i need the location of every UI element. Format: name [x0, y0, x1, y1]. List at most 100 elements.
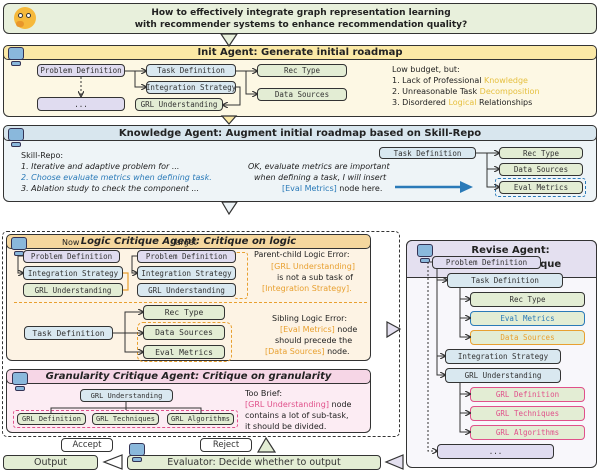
revise-node-grl-definition: GRL Definition [470, 387, 585, 402]
robot-icon [415, 242, 435, 264]
init-issue-3: 3. Disordered Logical Relationships [392, 97, 532, 108]
sibling-node-data-sources: Data Sources [143, 325, 225, 340]
parent-child-error-title: Parent-child Logic Error: [254, 250, 350, 259]
reasoning-highlight: [Eval Metrics] [282, 184, 337, 193]
sibling-suffix-1: node [334, 325, 358, 334]
now-node-grl-understanding: GRL Understanding [23, 283, 123, 297]
revise-node-ellipsis: ... [437, 444, 554, 459]
robot-icon [6, 126, 26, 148]
sibling-error-line-2: [Eval Metrics] node [280, 324, 357, 335]
knowledge-agent-title: Knowledge Agent: Augment initial roadmap… [3, 125, 597, 141]
target-label: Target [172, 238, 197, 247]
revise-node-integration-strategy: Integration Strategy [445, 349, 561, 364]
granularity-error-line-2: [GRL Understanding] node [245, 399, 351, 410]
now-node-integration-strategy: Integration Strategy [23, 266, 123, 280]
target-highlight [234, 252, 248, 299]
reasoning-suffix: node here. [336, 184, 383, 193]
skill-repo-label: Skill-Repo: [21, 151, 64, 160]
skill-2: 2. Choose evaluate metrics when defining… [21, 173, 212, 182]
knowledge-node-task-definition: Task Definition [379, 147, 476, 159]
robot-icon [127, 441, 147, 463]
reasoning-line-3: [Eval Metrics] node here. [282, 183, 382, 194]
granularity-error-line-4: it should be divided. [245, 422, 327, 431]
target-node-problem-definition: Problem Definition [137, 250, 236, 263]
init-issue-1: 1. Lack of Professional Knowledge [392, 75, 528, 86]
flow-arrow-left [384, 454, 404, 470]
issue-text: 2. Unreasonable Task [392, 87, 480, 96]
reasoning-line-1: OK, evaluate metrics are important [248, 162, 390, 171]
init-node-task-definition: Task Definition [146, 64, 236, 77]
flow-arrow-up [256, 436, 277, 453]
now-label: Now [62, 238, 80, 247]
robot-icon [10, 370, 30, 392]
granularity-highlight-text: [GRL Understanding] [245, 400, 329, 409]
revise-node-problem-definition: Problem Definition [432, 256, 541, 269]
init-node-rec-type: Rec Type [257, 64, 347, 77]
granularity-node-child-1: GRL Definition [17, 413, 86, 425]
granularity-error-title: Too Brief: [245, 389, 283, 398]
init-node-problem-definition: Problem Definition [37, 64, 125, 77]
output-box: Output [3, 455, 98, 470]
revise-node-grl-understanding: GRL Understanding [445, 368, 561, 383]
issue-text: Relationships [476, 98, 533, 107]
thinking-emoji-icon [14, 7, 36, 29]
flow-arrow-down [220, 115, 238, 125]
sibling-error-middle: should precede the [275, 336, 353, 345]
revise-title-line-1: Revise Agent: [471, 245, 550, 256]
issue-highlight: Logical [448, 98, 477, 107]
revise-node-grl-techniques: GRL Techniques [470, 406, 585, 421]
question-box: How to effectively integrate graph repre… [3, 3, 597, 34]
eval-metrics-highlight [495, 178, 586, 197]
sibling-highlight-1: [Eval Metrics] [280, 325, 335, 334]
granularity-node-child-3: GRL Algorithms [167, 413, 234, 425]
knowledge-node-eval-metrics: Eval Metrics [499, 181, 583, 194]
logic-agent-title: Logic Critique Agent: Critique on logic [6, 234, 371, 249]
revise-node-eval-metrics: Eval Metrics [470, 311, 585, 326]
robot-icon [6, 45, 26, 67]
init-node-grl-understanding: GRL Understanding [135, 98, 223, 111]
granularity-highlight [13, 410, 238, 428]
accept-button[interactable]: Accept [61, 438, 113, 452]
granularity-node-child-2: GRL Techniques [92, 413, 159, 425]
granularity-suffix: node [328, 400, 352, 409]
sibling-node-task-definition: Task Definition [24, 326, 113, 340]
init-node-data-sources: Data Sources [257, 88, 347, 101]
sibling-error-title: Sibling Logic Error: [272, 314, 348, 323]
parent-child-highlight-1: [GRL Understanding] [271, 262, 355, 271]
granularity-agent-title: Granularity Critique Agent: Critique on … [6, 369, 371, 384]
skill-1: 1. Iterative and adaptive problem for ..… [21, 162, 180, 171]
skill-3: 3. Ablation study to check the component… [21, 184, 200, 193]
flow-arrow-down [220, 201, 239, 216]
parent-child-highlight-2: [Integration Strategy]. [262, 284, 352, 293]
knowledge-node-data-sources: Data Sources [499, 163, 583, 176]
logic-divider [14, 302, 367, 303]
issue-highlight: Decomposition [479, 87, 540, 96]
evaluator-box: Evaluator: Decide whether to output [127, 455, 381, 470]
granularity-node-parent: GRL Understanding [80, 389, 173, 402]
init-node-ellipsis: ... [37, 97, 125, 111]
question-line-2: with recommender systems to enhance reco… [134, 20, 468, 30]
sibling-highlight [137, 322, 232, 362]
flow-arrow-left [102, 454, 123, 470]
issue-text: 3. Disordered [392, 98, 449, 107]
now-node-problem-definition: Problem Definition [23, 250, 120, 263]
revise-node-task-definition: Task Definition [447, 273, 563, 288]
init-agent-title: Init Agent: Generate initial roadmap [3, 45, 597, 60]
init-issues-intro: Low budget, but: [392, 65, 460, 74]
sibling-node-eval-metrics: Eval Metrics [143, 345, 225, 359]
init-node-integration-strategy: Integration Strategy [145, 81, 237, 94]
knowledge-node-rec-type: Rec Type [499, 147, 583, 159]
reasoning-line-2: when defining a task, I will insert [254, 173, 387, 182]
target-node-grl-understanding: GRL Understanding [137, 283, 236, 297]
sibling-error-line-4: [Data Sources] node. [265, 346, 350, 357]
issue-text: 1. Lack of Professional [392, 76, 484, 85]
sibling-node-rec-type: Rec Type [143, 305, 225, 320]
parent-child-middle: is not a sub task of [277, 273, 353, 282]
revise-node-data-sources: Data Sources [470, 330, 585, 345]
granularity-error-line-3: contains a lot of sub-task, [245, 411, 349, 420]
target-node-integration-strategy: Integration Strategy [137, 266, 236, 280]
revise-node-grl-algorithms: GRL Algorithms [470, 425, 585, 440]
revise-node-rec-type: Rec Type [470, 292, 585, 307]
sibling-suffix-2: node. [324, 347, 350, 356]
reject-button[interactable]: Reject [200, 438, 252, 452]
